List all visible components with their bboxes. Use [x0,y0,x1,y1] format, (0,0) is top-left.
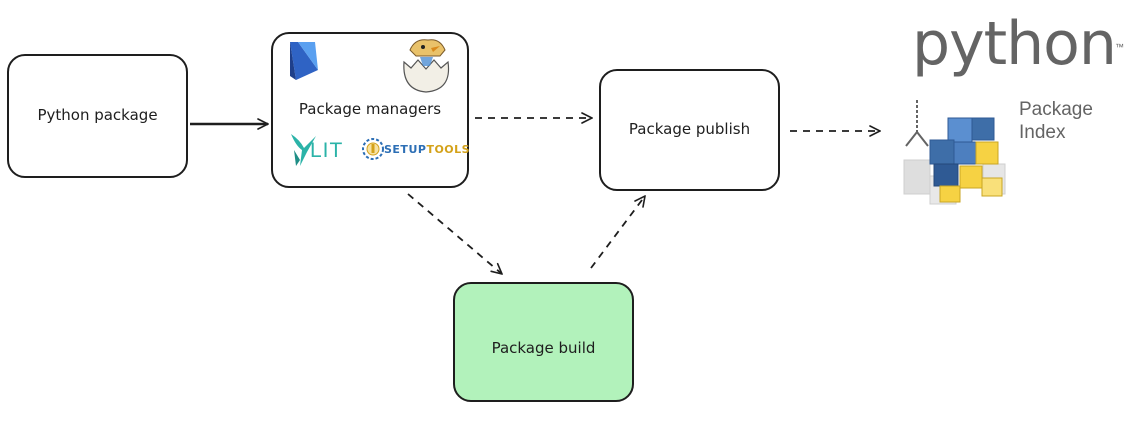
node-package-build[interactable]: Package build [453,282,634,402]
node-package-publish[interactable]: Package publish [599,69,780,191]
node-python-package[interactable]: Python package [7,54,188,178]
flit-logo-text: LIT [310,139,344,162]
node-label: Python package [37,106,158,124]
setuptools-text-accent: TOOLS [426,143,471,156]
node-label: Package managers [298,100,442,118]
setuptools-text-main: SETUP [384,143,427,156]
gear-icon [362,138,384,160]
pypi-trademark: ™ [1115,42,1124,52]
edge-build-to-publish [590,196,645,269]
pypi-subtitle-line2: Index [1019,122,1066,143]
pypi-python-wordmark: python [912,9,1117,79]
node-package-managers[interactable]: Package managers [271,32,469,188]
hatching-chick-icon [403,39,450,93]
setuptools-logo-text: SETUPTOOLS [384,143,470,156]
node-label: Package publish [628,120,751,138]
pdm-logo-icon [290,42,318,80]
pypi-subtitle-line1: Package [1019,99,1093,120]
pypi-cubes-icon [903,117,1006,205]
pypi-crane-hook-icon [905,100,929,147]
hummingbird-icon [291,134,316,166]
node-label: Package build [491,339,596,357]
